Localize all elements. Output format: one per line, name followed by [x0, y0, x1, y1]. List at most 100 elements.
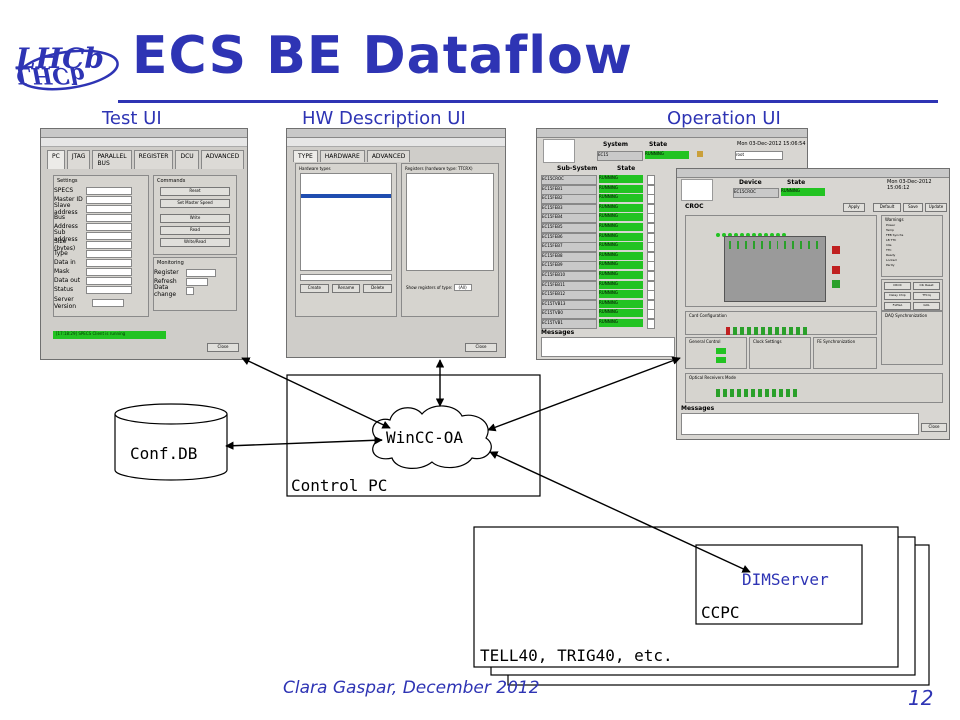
subsystem-state-badge[interactable]: RUNNING: [599, 309, 643, 318]
address-field[interactable]: [86, 222, 132, 231]
subsystem-checkbox[interactable]: [647, 194, 655, 205]
section-title: DAQ Synchronization: [885, 313, 928, 318]
slave-address-field[interactable]: [86, 204, 132, 213]
section-title: General Control: [689, 339, 721, 344]
subsystem-state-badge[interactable]: RUNNING: [599, 203, 643, 212]
subsystem-state-badge[interactable]: RUNNING: [599, 251, 643, 260]
subsystem-checkbox[interactable]: [647, 232, 655, 243]
subsystem-state-badge[interactable]: RUNNING: [599, 213, 643, 222]
gol-button[interactable]: GOL: [913, 302, 940, 310]
tab-pc[interactable]: PC: [47, 150, 65, 169]
read-button[interactable]: Read: [160, 226, 230, 235]
data-out-field[interactable]: [86, 276, 132, 285]
title-rule: [118, 100, 938, 103]
tab-register[interactable]: REGISTER: [133, 150, 174, 169]
delete-button[interactable]: Delete: [363, 284, 393, 293]
register-select[interactable]: [186, 268, 216, 277]
window-titlebar: [287, 129, 505, 138]
write-button[interactable]: Write: [160, 214, 230, 223]
subsystem-checkbox[interactable]: [647, 271, 655, 281]
tell40-label: TELL40, TRIG40, etc.: [480, 646, 673, 665]
default-button[interactable]: Default: [873, 203, 901, 212]
refresh-field[interactable]: [186, 277, 208, 286]
control-pc-box: [286, 374, 541, 497]
subsystem-state-badge[interactable]: RUNNING: [599, 242, 643, 251]
system-state-badge[interactable]: RUNNING: [645, 151, 689, 159]
subsystem-state-badge[interactable]: RUNNING: [599, 280, 643, 289]
type-name-field[interactable]: [300, 274, 392, 281]
subsystem-name: EC15FEB4: [541, 213, 597, 224]
subsystem-checkbox[interactable]: [647, 290, 655, 301]
write-read-button[interactable]: Write/Read: [160, 238, 230, 247]
selected-list-item[interactable]: [301, 194, 391, 198]
rename-button[interactable]: Rename: [331, 284, 361, 293]
lhcb-small-logo-icon: [543, 139, 575, 163]
subsystem-state-badge[interactable]: RUNNING: [599, 232, 643, 241]
section-title: Optical Receivers Mode: [689, 375, 736, 380]
device-state-badge[interactable]: RUNNING: [781, 188, 825, 196]
bus-field[interactable]: [86, 213, 132, 222]
tab-advanced[interactable]: ADVANCED: [200, 150, 245, 169]
subsystem-checkbox[interactable]: [647, 319, 655, 329]
size-field[interactable]: [86, 240, 132, 249]
data-in-field[interactable]: [86, 258, 132, 267]
tab-type[interactable]: TYPE: [293, 150, 318, 162]
subsystem-checkbox[interactable]: [647, 261, 655, 272]
subsystem-checkbox[interactable]: [647, 175, 655, 185]
master-id-field[interactable]: [86, 195, 132, 204]
subsystem-state-badge[interactable]: RUNNING: [599, 223, 643, 231]
tab-advanced[interactable]: ADVANCED: [366, 150, 411, 162]
subsystem-state-badge[interactable]: RUNNING: [599, 319, 643, 327]
field-label: Size (bytes): [54, 237, 76, 252]
subsystem-checkbox[interactable]: [647, 309, 655, 320]
specs-field[interactable]: [86, 186, 132, 195]
subsystem-checkbox[interactable]: [647, 242, 655, 253]
set-master-speed-button[interactable]: Set Master Speed: [160, 199, 230, 208]
data-change-checkbox[interactable]: [186, 286, 194, 295]
subsystem-state-badge[interactable]: RUNNING: [599, 175, 643, 183]
registers-list[interactable]: [406, 173, 494, 271]
register-label: Register: [154, 269, 179, 276]
tab-jtag[interactable]: JTAG: [66, 150, 91, 169]
type-field[interactable]: [86, 249, 132, 258]
mask-field[interactable]: [86, 267, 132, 276]
close-button[interactable]: Close: [921, 423, 947, 432]
subsystem-checkbox[interactable]: [647, 223, 655, 233]
save-button[interactable]: Save: [903, 203, 923, 212]
reset-button[interactable]: Reset: [160, 187, 230, 196]
subsystem-checkbox[interactable]: [647, 251, 655, 262]
subsystem-checkbox[interactable]: [647, 299, 655, 310]
clk-reset-button[interactable]: Clk Reset: [913, 282, 940, 290]
ttcrq-button[interactable]: TTCrq: [913, 292, 940, 300]
sub-address-field[interactable]: [86, 231, 132, 240]
update-button[interactable]: Update: [925, 203, 947, 212]
croc-reset-button[interactable]: CROC: [884, 282, 911, 290]
close-button[interactable]: Close: [207, 343, 239, 352]
tab-parallel-bus[interactable]: PARALLEL BUS: [92, 150, 132, 169]
fxpga-button[interactable]: FxPGA: [884, 302, 911, 310]
close-button[interactable]: Close: [465, 343, 497, 352]
commands-title: Commands: [157, 178, 186, 184]
subsystem-state-badge[interactable]: RUNNING: [599, 194, 643, 203]
server-version-field: [92, 298, 124, 307]
subsystem-state-badge[interactable]: RUNNING: [599, 184, 643, 193]
subsystem-state-badge[interactable]: RUNNING: [599, 299, 643, 308]
status-field[interactable]: [86, 285, 132, 294]
create-button[interactable]: Create: [300, 284, 329, 293]
tab-dcu[interactable]: DCU: [175, 150, 199, 169]
delay-chip-button[interactable]: Delay Chip: [884, 292, 911, 300]
tab-hardware[interactable]: HARDWARE: [319, 150, 365, 162]
subsystem-name: EC15FEB11: [541, 280, 597, 291]
subsystem-state-badge[interactable]: RUNNING: [599, 290, 643, 299]
subsystem-checkbox[interactable]: [647, 203, 655, 214]
subsystem-checkbox[interactable]: [647, 213, 655, 224]
subsystem-state-badge[interactable]: RUNNING: [599, 261, 643, 270]
lock-icon[interactable]: [697, 151, 703, 157]
user-field[interactable]: root: [735, 151, 783, 160]
apply-button[interactable]: Apply: [843, 203, 865, 212]
subsystem-checkbox[interactable]: [647, 184, 655, 195]
subsystem-checkbox[interactable]: [647, 280, 655, 291]
show-registers-select[interactable]: (All): [453, 284, 472, 291]
subsystem-state-badge[interactable]: RUNNING: [599, 271, 643, 279]
hardware-types-list[interactable]: [300, 173, 392, 271]
